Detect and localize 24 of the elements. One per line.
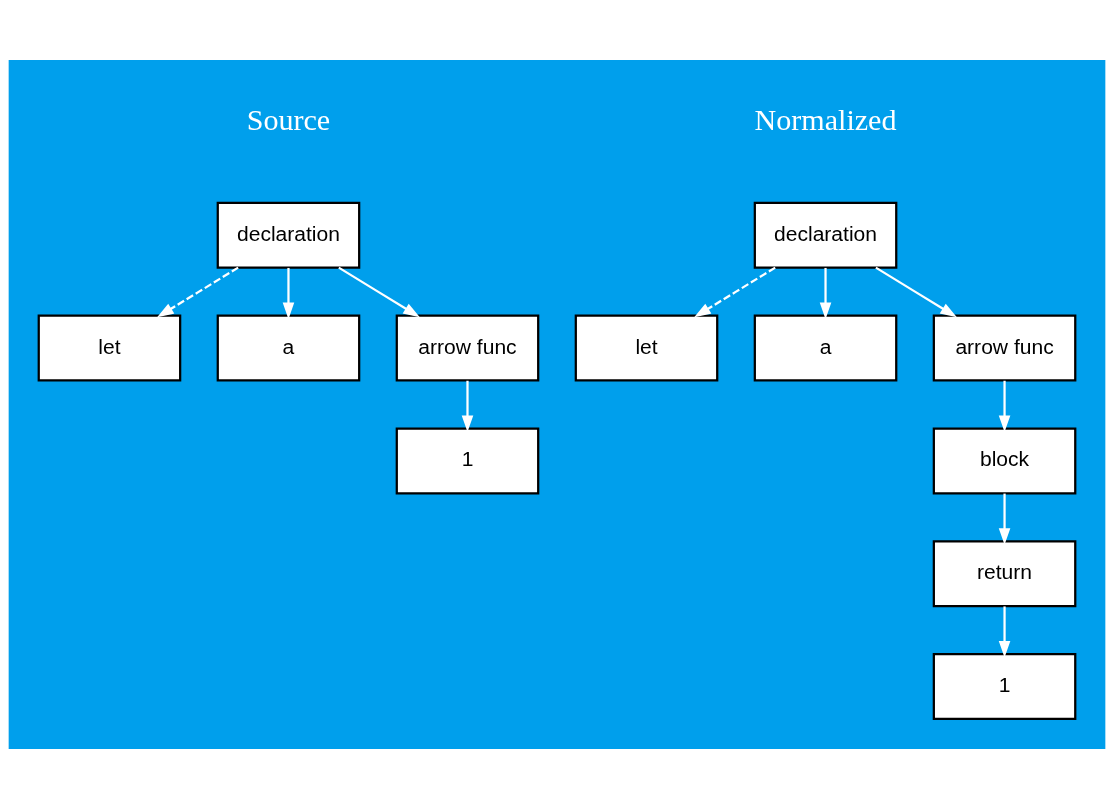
node-box: declaration [216,201,361,269]
node-box: declaration [753,201,898,269]
node-box: a [753,314,898,382]
arrow [998,380,1011,432]
node-box: let [574,314,719,382]
label: Source [246,102,331,137]
label: Normalized [754,102,897,137]
node-box: a [216,314,361,382]
node-box: 1 [932,653,1077,721]
arrow [998,493,1011,545]
node-box: 1 [395,427,540,495]
arrow [461,380,474,432]
node-box: arrow func [395,314,540,382]
node-box: let [37,314,182,382]
node-box: block [932,427,1077,495]
arrow [998,606,1011,658]
arrow [819,267,832,320]
node-box: return [932,540,1077,608]
arrow [282,267,295,320]
arrow [157,266,239,318]
arrow [338,266,420,318]
node-box: arrow func [932,314,1077,382]
arrow [694,266,776,318]
arrow [875,266,957,318]
